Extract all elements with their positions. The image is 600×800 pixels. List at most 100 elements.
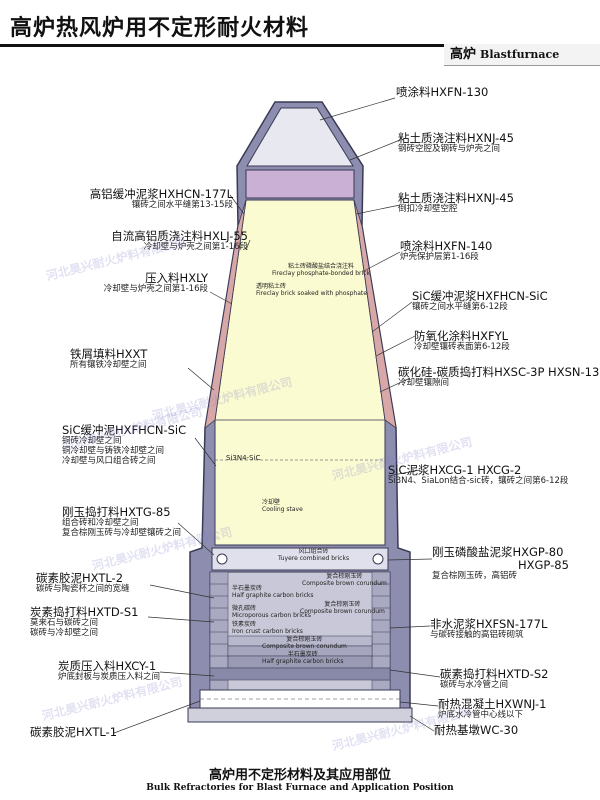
leaders-right — [319, 97, 441, 732]
callout-title: 耐热混凝土HXWNJ-1 — [438, 697, 547, 711]
composite3-en: Composite brown corundum — [262, 642, 347, 650]
hearth-pad-4 — [209, 667, 391, 681]
callout-title: 粘土质浇注料HXNJ-45 — [398, 131, 514, 145]
callout-title: 炭质压入料HXCY-1 — [58, 659, 157, 673]
callout-sub: 与碳砖接触的高铝砖砌筑 — [430, 630, 524, 641]
callout-title: SiC缓冲泥HXFHCN-SiC — [62, 423, 187, 437]
micro-carbon-en: Microporous carbon bricks — [232, 611, 311, 619]
half-graphite-cn: 半石墨炭砖 — [232, 585, 263, 592]
iron-carbon-en: Iron crust carbon bricks — [232, 627, 303, 635]
callout-right-1: 喷涂料HXFN-130 — [396, 85, 489, 99]
callout-title: 碳素捣打料HXTD-S2 — [440, 667, 549, 681]
callout-title: 高铝缓冲泥浆HXHCN-177L — [89, 187, 233, 201]
callout-sub: 碳砖与冷却壁之间 — [30, 627, 99, 638]
callout-left-10: 碳素胶泥HXTL-1 — [30, 725, 117, 739]
tuyere-right — [372, 553, 384, 565]
callout-title-2: HXGP-85 — [518, 558, 569, 573]
footer-title-cn: 高炉用不定形材料及其应用部位 — [208, 768, 391, 783]
callout-sub: 炉底水冷管中心线以下 — [438, 710, 524, 721]
section-en: Blastfurnace — [480, 48, 560, 61]
callout-title: 粘土质浇注料HXNJ-45 — [398, 191, 514, 205]
hearth-wall-right — [371, 571, 391, 691]
callout-sub: 所有镶铁冷却壁之间 — [70, 360, 147, 371]
callout-title: SiC缓冲泥浆HXFHCN-SiC — [412, 289, 548, 303]
callout-sub: 组合砖和冷却壁之间 — [62, 518, 139, 529]
tuyere-en: Tuyere combined bricks — [278, 554, 350, 562]
callout-title: 喷涂料HXFN-130 — [396, 85, 489, 99]
callout-title: 喷涂料HXFN-140 — [400, 239, 493, 253]
callout-title: 压入料HXLY — [145, 271, 208, 285]
tuyere-left — [216, 553, 228, 565]
callout-title: 铁屑填料HXXT — [70, 347, 148, 361]
footer-title-en: Bulk Refractories for Blast Furnace and … — [146, 783, 454, 793]
composite3-cn: 复合棕刚玉砖 — [286, 636, 323, 643]
composite-cn: 复合棕刚玉砖 — [326, 573, 363, 580]
throat-band — [245, 169, 355, 199]
throat-note-en: Fireclay phosphate-bonded brick — [272, 269, 370, 277]
cooling-stave-en: Cooling stave — [262, 505, 303, 513]
composite-en: Composite brown corundum — [302, 579, 387, 587]
callout-title: 碳化硅-碳质捣打料HXSC-3P HXSN-13P — [398, 365, 600, 379]
micro-carbon-cn: 微孔碳砖 — [232, 605, 257, 612]
callout-title: 炭素捣打料HXTD-S1 — [30, 605, 139, 619]
callout-title: 碳素胶泥HXTL-2 — [36, 571, 124, 585]
callout-right-13: 耐热基墩WC-30 — [434, 723, 519, 737]
tuyere-cn: 风口组合砖 — [298, 548, 329, 555]
callout-sub: 莫来石与碳砖之间 — [30, 618, 99, 629]
callout-sub: 复合棕刚玉砖与冷却壁镶砖之间 — [62, 527, 182, 538]
half-graphite2-en: Half graphite carbon bricks — [262, 657, 344, 665]
composite2-en: Composite brown corundum — [300, 607, 385, 615]
callout-title: 刚玉磷酸盐泥浆HXGP-80 — [432, 545, 564, 559]
section-cn: 高炉 — [450, 47, 477, 62]
callout-title: 刚玉捣打料HXTG-85 — [62, 505, 171, 519]
callout-sub: 炉底封板与炭质压入料之间 — [58, 672, 161, 683]
half-graphite-en: Half graphite carbon bricks — [232, 591, 314, 599]
throat-lining — [246, 107, 354, 167]
callout-title: 防氧化涂料HXFYL — [414, 329, 509, 343]
throat-note-cn: 粘土砖磷酸盐结合浇注料 — [287, 263, 354, 270]
callout-title: 非水泥浆HXFSN-177L — [430, 617, 548, 631]
callout-sub: 碳砖与水冷管之间 — [440, 680, 509, 691]
callout-sub: 碳砖与陶瓷杯之间的宽缝 — [36, 584, 130, 595]
callout-sub: 炉壳保护层第1-16段 — [400, 252, 479, 263]
callout-sub: 镶砖之间水平缝第6-12段 — [412, 302, 508, 313]
callout-sub: Si3N4、SiaLon结合-sic砖，镶砖之间第6-12段 — [388, 476, 569, 487]
title-rule — [0, 44, 600, 47]
callout-sub: 镶砖之间水平缝第13-15段 — [131, 200, 233, 211]
callout-title: 耐热基墩WC-30 — [434, 723, 519, 737]
tuyere-zone — [211, 547, 389, 571]
composite2-cn: 复合棕刚玉砖 — [324, 601, 361, 608]
callout-sub: 复合棕刚玉砖，高铝砖 — [432, 571, 518, 582]
shaft-note-en: Fireclay brick soaked with phosphate — [256, 289, 367, 297]
shaft-note-cn: 透明粘土砖 — [256, 283, 287, 290]
